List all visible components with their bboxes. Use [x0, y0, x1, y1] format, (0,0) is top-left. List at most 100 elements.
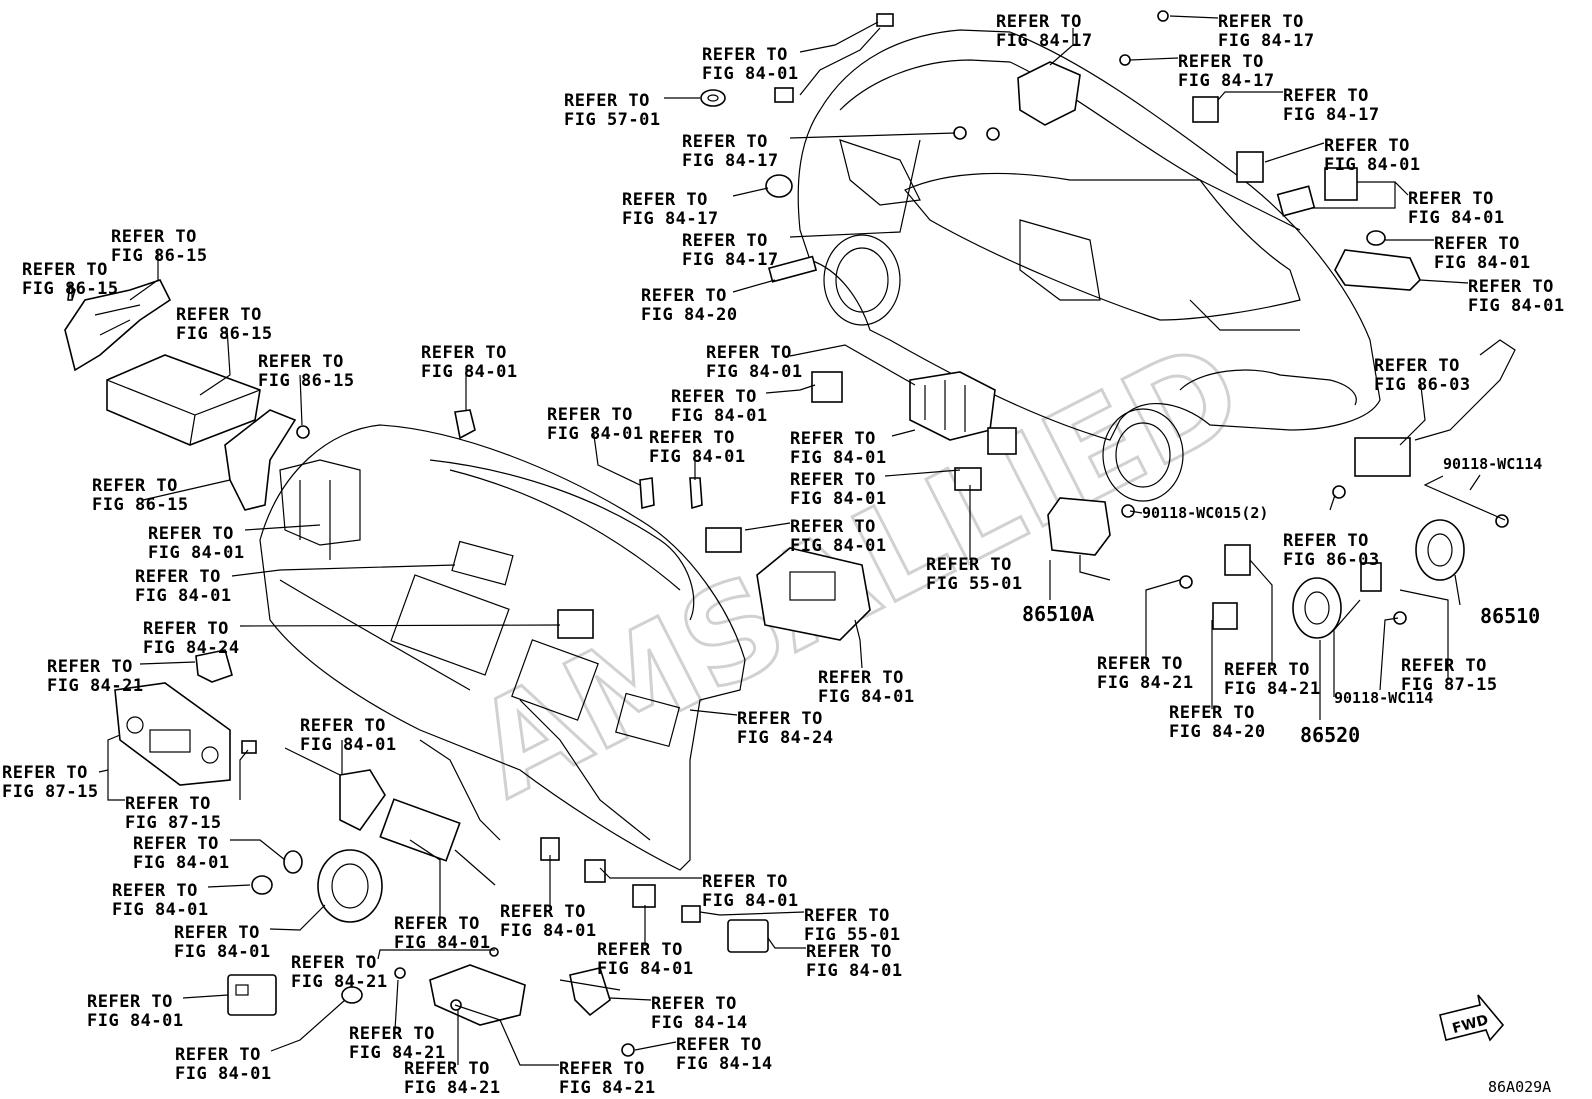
- leader-line: [891, 429, 916, 437]
- leader-line: [231, 564, 456, 577]
- part-switch-g: [251, 875, 273, 895]
- clip: [621, 1043, 635, 1057]
- callout-figure-ref: FIG 84-01: [671, 406, 768, 426]
- callout-line1: REFER TO: [1401, 656, 1487, 676]
- callout-figure-ref: FIG 84-21: [349, 1043, 446, 1063]
- callout-line1: REFER TO: [804, 906, 890, 926]
- callout-figure-ref: FIG 84-01: [148, 543, 245, 563]
- fastener-code-label: 90118-WC114: [1443, 455, 1542, 473]
- leader-line: [799, 21, 879, 53]
- callout-figure-ref: FIG 84-01: [112, 900, 209, 920]
- leader-line: [244, 524, 321, 531]
- callout-figure-ref: FIG 84-24: [737, 728, 834, 748]
- callout-figure-ref: FIG 84-01: [702, 64, 799, 84]
- callout-figure-ref: FIG 86-03: [1283, 550, 1380, 570]
- leader-line: [1217, 91, 1283, 101]
- leader-line: [854, 619, 863, 669]
- callout-line1: REFER TO: [641, 286, 727, 306]
- callout-figure-ref: FIG 84-01: [806, 961, 903, 981]
- leader-line: [142, 479, 231, 501]
- callout-line1: REFER TO: [112, 881, 198, 901]
- callout-figure-ref: FIG 84-01: [394, 933, 491, 953]
- leader-line: [789, 132, 956, 139]
- screw: [1157, 10, 1169, 22]
- leader-line: [1419, 279, 1469, 284]
- part-combination-switch: [284, 747, 496, 886]
- part-bulb-84-01-a: [639, 477, 655, 510]
- callout-line1: REFER TO: [676, 1035, 762, 1055]
- callout-line1: REFER TO: [790, 470, 876, 490]
- leader-line: [1423, 474, 1506, 521]
- bolt: [1121, 504, 1135, 518]
- callout-figure-ref: FIG 84-17: [1283, 105, 1380, 125]
- callout-figure-ref: FIG 84-21: [404, 1078, 501, 1098]
- callout-line1: REFER TO: [1283, 531, 1369, 551]
- part-antenna-cable: [774, 13, 894, 103]
- part-switch-a: [1236, 151, 1264, 183]
- part-horn-86510: [1415, 519, 1465, 581]
- leader-line: [1454, 574, 1461, 606]
- callout-line1: REFER TO: [559, 1059, 645, 1079]
- leader-line: [239, 624, 561, 627]
- leader-line: [732, 279, 776, 293]
- leader-line: [689, 709, 738, 716]
- screw: [953, 126, 967, 140]
- part-connector: [705, 527, 742, 553]
- callout-line1: REFER TO: [818, 668, 904, 688]
- callout-line1: REFER TO: [547, 405, 633, 425]
- part-bracket-horn: [1224, 544, 1251, 576]
- part-switch-e: [954, 467, 982, 491]
- callout-line1: REFER TO: [1324, 136, 1410, 156]
- callout-line1: REFER TO: [421, 343, 507, 363]
- callout-line1: REFER TO: [702, 872, 788, 892]
- callout-line1: REFER TO: [702, 45, 788, 65]
- leader-line: [182, 994, 229, 999]
- leader-line: [1169, 15, 1219, 19]
- callout-line1: REFER TO: [291, 953, 377, 973]
- part-mirror-switch: [811, 371, 843, 403]
- callout-line1: REFER TO: [649, 428, 735, 448]
- part-sensor-84-20: [767, 255, 818, 283]
- callout-line1: REFER TO: [1224, 660, 1310, 680]
- leader-line: [269, 904, 326, 931]
- callout-line1: REFER TO: [111, 227, 197, 247]
- part-button: [341, 986, 363, 1004]
- callout-figure-ref: FIG 84-20: [1169, 722, 1266, 742]
- leader-line: [1129, 57, 1179, 61]
- callout-figure-ref: FIG 84-01: [597, 959, 694, 979]
- callout-figure-ref: FIG 84-01: [547, 424, 644, 444]
- clip: [296, 425, 310, 439]
- leader-line: [377, 949, 495, 960]
- vehicle-body-outline: [797, 29, 1381, 502]
- leader-line: [139, 661, 196, 665]
- callout-figure-ref: FIG 84-14: [651, 1013, 748, 1033]
- callout-figure-ref: FIG 84-01: [135, 586, 232, 606]
- leader-line: [765, 384, 816, 394]
- part-speaker-mount: [765, 174, 793, 198]
- bolt: [1393, 611, 1407, 625]
- callout-figure-ref: FIG 84-01: [702, 891, 799, 911]
- callout-line1: REFER TO: [996, 12, 1082, 32]
- callout-line1: REFER TO: [143, 619, 229, 639]
- leader-line: [1399, 589, 1449, 680]
- part-roof-console-unit: [1017, 61, 1081, 126]
- callout-line1: REFER TO: [125, 794, 211, 814]
- callout-figure-ref: FIG 84-01: [1434, 253, 1531, 273]
